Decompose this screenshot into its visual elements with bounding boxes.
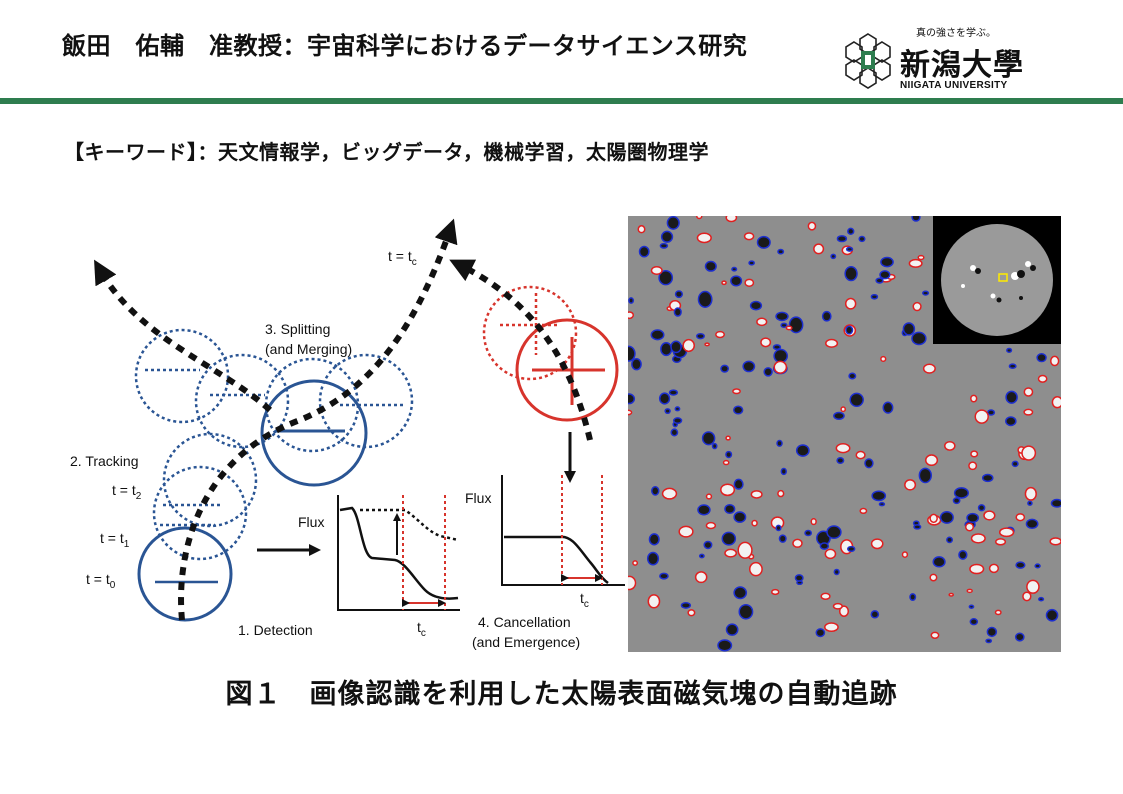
label-merging: (and Merging) bbox=[265, 341, 352, 357]
magnetogram-image bbox=[628, 216, 1061, 652]
flux-label-2: Flux bbox=[465, 490, 491, 506]
label-tracking: 2. Tracking bbox=[70, 453, 138, 469]
label-cancellation: 4. Cancellation bbox=[478, 614, 571, 630]
tc-axis-label-2: tc bbox=[580, 590, 589, 610]
flux-plot-cancellation bbox=[502, 475, 625, 585]
tc-axis-label-1: tc bbox=[417, 619, 426, 639]
time-label-t0: t = t0 bbox=[86, 571, 116, 591]
label-detection: 1. Detection bbox=[238, 622, 313, 638]
hexagon-crest-icon bbox=[838, 30, 898, 90]
label-emergence: (and Emergence) bbox=[472, 634, 580, 650]
time-label-t2: t = t2 bbox=[112, 482, 142, 502]
logo-name-en: NIIGATA UNIVERSITY bbox=[900, 80, 1007, 91]
logo-name-jp: 新潟大學 bbox=[900, 40, 1024, 84]
time-label-tc: t = tc bbox=[388, 248, 417, 268]
university-logo: 真の強さを学ぶ。 新潟大學 NIIGATA UNIVERSITY bbox=[838, 22, 1038, 98]
time-label-t1: t = t1 bbox=[100, 530, 130, 550]
full-disk-inset bbox=[933, 216, 1061, 344]
flux-plot-detection bbox=[338, 495, 460, 610]
flux-label-1: Flux bbox=[298, 514, 324, 530]
label-splitting: 3. Splitting bbox=[265, 321, 330, 337]
tracking-schematic: 1. Detection 2. Tracking 3. Splitting (a… bbox=[60, 205, 628, 660]
header-rule bbox=[0, 98, 1123, 104]
page-title: 飯田 佑輔 准教授：宇宙科学におけるデータサイエンス研究 bbox=[62, 26, 747, 61]
keywords-line: 【キーワード】：天文情報学，ビッグデータ，機械学習，太陽圏物理学 bbox=[64, 136, 709, 165]
logo-tagline: 真の強さを学ぶ。 bbox=[916, 24, 996, 39]
figure-caption: 図１ 画像認識を利用した太陽表面磁気塊の自動追跡 bbox=[0, 672, 1123, 711]
